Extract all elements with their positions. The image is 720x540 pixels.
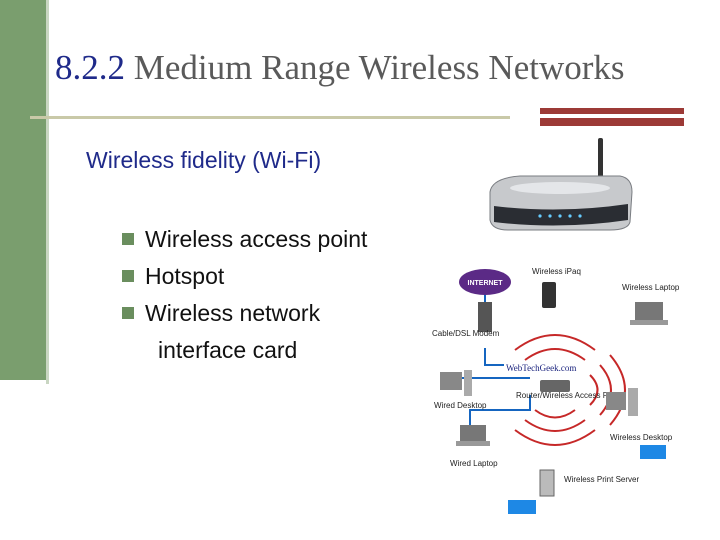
slide-subtitle: Wireless fidelity (Wi-Fi) [86,147,322,173]
print-server-label: Wireless Print Server [564,475,639,484]
internet-label: INTERNET [468,280,504,287]
bullet-square-icon [122,233,134,245]
title-number: 8.2.2 [55,48,125,87]
internet-cloud-icon: INTERNET [459,269,511,295]
printer-icon [640,445,666,459]
ipaq-icon [542,282,556,308]
bullet-continuation: interface card [158,337,298,363]
wired-laptop-label: Wired Laptop [450,459,498,468]
bullet-item: Hotspot [120,261,367,298]
wireless-router-image [489,138,633,231]
bullet-square-icon [122,270,134,282]
wireless-desktop-icon [606,388,638,416]
slide-sidebar-bar [0,0,46,380]
printer-icon [508,500,536,514]
wired-desktop-label: Wired Desktop [434,401,487,410]
ipaq-label: Wireless iPaq [532,267,581,276]
bullet-item: Wireless network [120,298,367,335]
wireless-laptop-icon [630,302,668,325]
bullet-square-icon [122,307,134,319]
wireless-laptop-label: Wireless Laptop [622,283,680,292]
slide-title: 8.2.2 Medium Range Wireless Networks [55,48,625,88]
accent-bar-bottom [540,118,684,126]
title-text: Medium Range Wireless Networks [133,48,625,87]
wifi-network-diagram: INTERNET Cable/DSL Modem Wireless iPaq W… [432,267,680,514]
print-server-icon [539,469,555,497]
bullet-list: Wireless access point Hotspot Wireless n… [120,224,367,365]
router-label: Router/Wireless Access Point [516,391,622,400]
wireless-desktop-label: Wireless Desktop [610,433,673,442]
watermark-text: WebTechGeek.com [506,363,576,373]
title-underline [30,116,510,119]
modem-label: Cable/DSL Modem [432,329,500,338]
wired-desktop-icon [440,370,472,396]
bullet-item: Wireless access point [120,224,367,261]
router-icon [540,380,570,392]
wired-laptop-icon [456,425,490,446]
accent-bar-top [540,108,684,114]
sidebar-shadow [46,0,49,384]
modem-icon [478,302,492,332]
